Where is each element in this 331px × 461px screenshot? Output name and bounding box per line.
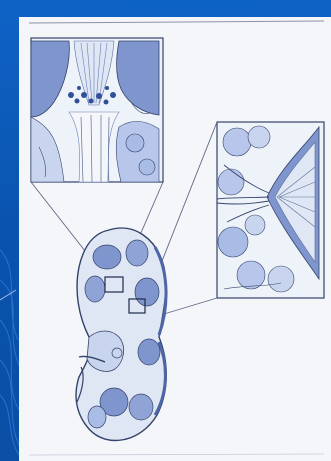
top-rule-line bbox=[29, 21, 324, 23]
bottom-rule-line bbox=[29, 454, 324, 455]
glomerulus-inset bbox=[217, 122, 324, 298]
kidney-cross-section bbox=[76, 228, 166, 440]
papilla-inset bbox=[31, 38, 163, 182]
kidney-figure bbox=[19, 17, 331, 461]
